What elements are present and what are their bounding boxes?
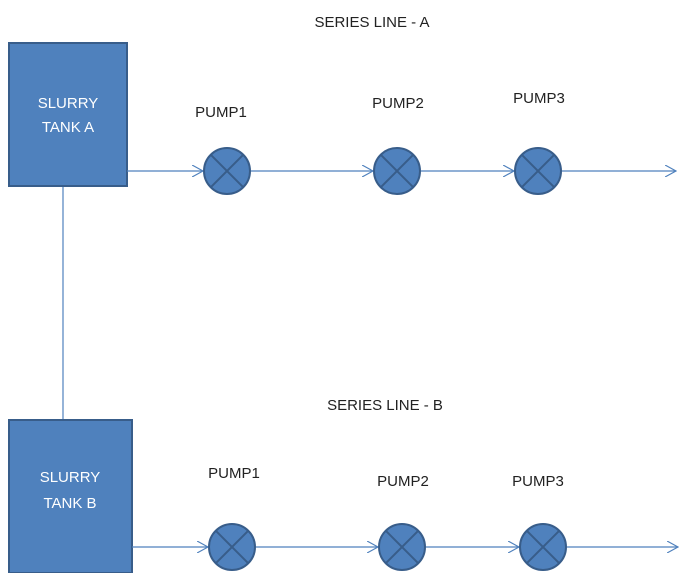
series-b-pump3-label: PUMP3 xyxy=(512,473,564,490)
series-a-pump1-label: PUMP1 xyxy=(195,104,247,121)
slurry-tank-a: SLURRY TANK A xyxy=(8,42,128,187)
series-b-pump2-label: PUMP2 xyxy=(377,473,429,490)
series-a-pump3: PUMP3 xyxy=(513,90,565,195)
series-b-pump3: PUMP3 xyxy=(512,473,567,571)
series-b-pump1: PUMP1 xyxy=(208,465,260,571)
series-a-title: SERIES LINE - A xyxy=(314,14,429,31)
tank-a-label-line1: SLURRY xyxy=(38,95,99,112)
series-a-pump2-label: PUMP2 xyxy=(372,95,424,112)
series-a-pump2: PUMP2 xyxy=(372,95,424,195)
tank-a-label-line2: TANK A xyxy=(42,119,94,136)
series-a-pump3-label: PUMP3 xyxy=(513,90,565,107)
tank-b-label-line1: SLURRY xyxy=(40,469,101,486)
series-a-pump1: PUMP1 xyxy=(195,104,251,195)
series-b-pump1-label: PUMP1 xyxy=(208,465,260,482)
tank-b-label-line2: TANK B xyxy=(43,495,96,512)
series-b-pump2: PUMP2 xyxy=(377,473,429,571)
slurry-tank-b: SLURRY TANK B xyxy=(8,419,133,573)
series-b-title: SERIES LINE - B xyxy=(327,397,443,414)
